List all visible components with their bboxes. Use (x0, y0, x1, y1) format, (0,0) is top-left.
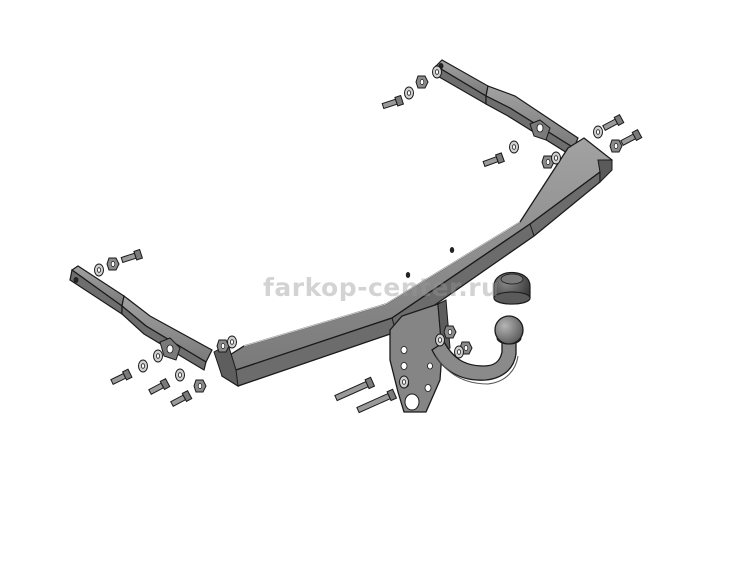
tow-ball-cap (493, 272, 531, 305)
tow-ball-hook (431, 315, 524, 385)
left-mounting-bracket (69, 265, 213, 371)
towbar-crossbeam (213, 137, 613, 387)
right-mounting-bracket (433, 59, 579, 157)
